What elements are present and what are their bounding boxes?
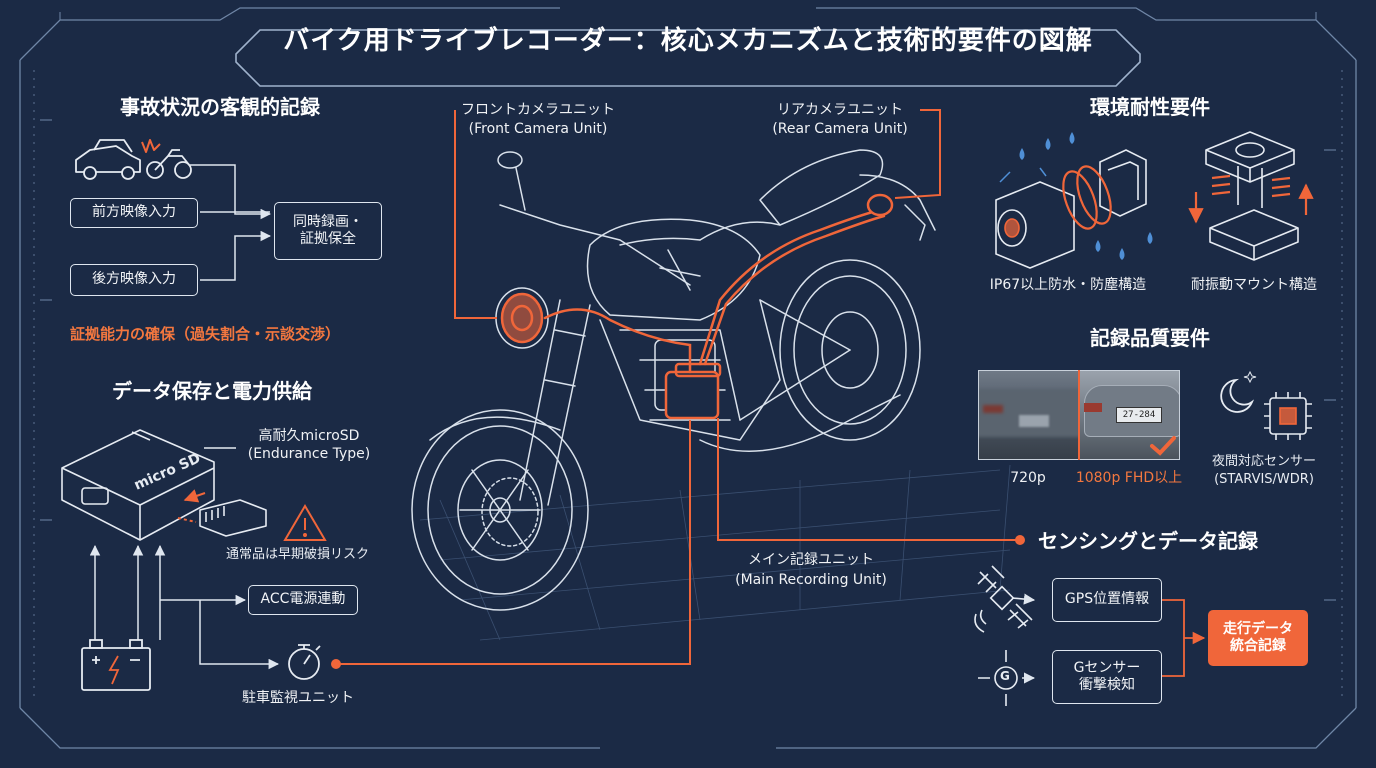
water-drop-icons <box>1019 132 1153 260</box>
sensor-label-en: (STARVIS/WDR) <box>1214 472 1314 487</box>
page-title: バイク用ドライブレコーダー：核心メカニズムと技術的要件の図解 <box>283 26 1093 56</box>
evidence-note: 証拠能力の確保（過失割合・示談交渉） <box>70 325 341 343</box>
stopwatch-icon <box>288 644 321 680</box>
sensor-label: 夜間対応センサー <box>1211 454 1316 469</box>
license-plate: 27-284 <box>1116 407 1162 423</box>
front-camera-callout <box>454 110 497 319</box>
waterproof-label: IP67以上防水・防塵構造 <box>989 277 1147 293</box>
power-flow <box>89 544 280 670</box>
warning-icon <box>283 504 327 541</box>
main-unit-label: メイン記録ユニット <box>748 552 874 568</box>
sensing-flow <box>1162 599 1206 677</box>
waterproof-camera-illustration <box>995 149 1147 269</box>
g-icon-letter: G <box>1000 669 1010 683</box>
g-sensor-icon <box>978 650 1034 706</box>
parking-callout <box>336 420 691 665</box>
rear-input-label: 後方映像入力 <box>92 271 176 288</box>
main-unit-label-en: (Main Recording Unit) <box>735 572 887 588</box>
battery-icon <box>81 639 151 691</box>
quality-heading: 記録品質要件 <box>1090 326 1210 350</box>
rear-camera-callout <box>894 109 941 199</box>
vibration-label: 耐振動マウント構造 <box>1191 277 1317 293</box>
integrated-line2: 統合記録 <box>1230 638 1286 654</box>
environment-heading: 環境耐性要件 <box>1090 95 1210 119</box>
checkmark-icon <box>1150 436 1176 456</box>
g-sensor-box: Gセンサー 衝撃検知 <box>1052 650 1162 704</box>
front-camera-label: フロントカメラユニット <box>461 102 615 118</box>
camera-highlights <box>500 193 894 420</box>
sd-warning: 通常品は早期破損リスク <box>226 547 370 562</box>
floor-grid <box>419 464 1011 641</box>
satellite-icon <box>974 565 1036 633</box>
sd-label-line2: (Endurance Type) <box>247 446 371 462</box>
g-sensor-line2: 衝撃検知 <box>1079 677 1135 693</box>
motorcycle-illustration <box>411 149 936 611</box>
rear-camera-label: リアカメラユニット <box>777 102 903 118</box>
integrated-line1: 走行データ <box>1223 620 1293 637</box>
border-frame <box>19 7 1357 749</box>
rear-camera-label-en: (Rear Camera Unit) <box>772 121 908 137</box>
front-camera-label-en: (Front Camera Unit) <box>468 121 608 137</box>
rear-input-box: 後方映像入力 <box>70 264 198 296</box>
accident-flow <box>190 164 272 281</box>
front-input-label: 前方映像入力 <box>92 204 176 221</box>
simultaneous-record-box: 同時録画・ 証拠保全 <box>274 202 382 260</box>
simultaneous-line1: 同時録画・ <box>293 213 363 230</box>
chip-icon <box>1264 392 1312 440</box>
gps-box: GPS位置情報 <box>1052 578 1162 622</box>
low-res-image <box>978 370 1079 460</box>
acc-power-label: ACC電源連動 <box>260 591 346 608</box>
parking-label: 駐車監視ユニット <box>242 690 354 706</box>
gps-label: GPS位置情報 <box>1064 591 1150 608</box>
vibration-mount-illustration <box>1205 131 1299 261</box>
comparison-divider <box>1078 370 1080 460</box>
high-res-image: 27-284 <box>1079 370 1180 460</box>
main-unit-callout <box>717 418 1020 541</box>
integrated-record-box: 走行データ 統合記録 <box>1208 610 1308 666</box>
moon-icon <box>1220 370 1257 413</box>
storage-heading: データ保存と電力供給 <box>112 379 312 403</box>
front-input-box: 前方映像入力 <box>70 198 198 228</box>
accident-heading: 事故状況の客観的記録 <box>120 95 320 119</box>
collision-icon <box>75 139 192 180</box>
sensing-heading: センシングとデータ記録 <box>1038 529 1258 553</box>
g-sensor-line1: Gセンサー <box>1073 659 1141 676</box>
simultaneous-line2: 証拠保全 <box>300 231 356 247</box>
sd-reader-illustration <box>61 429 267 541</box>
sd-label-line1: 高耐久microSD <box>258 428 360 444</box>
low-res-label: 720p <box>1010 470 1046 486</box>
high-res-label: 1080p FHD以上 <box>1075 470 1183 486</box>
callout-lines <box>331 109 1025 669</box>
acc-power-box: ACC電源連動 <box>248 585 358 615</box>
